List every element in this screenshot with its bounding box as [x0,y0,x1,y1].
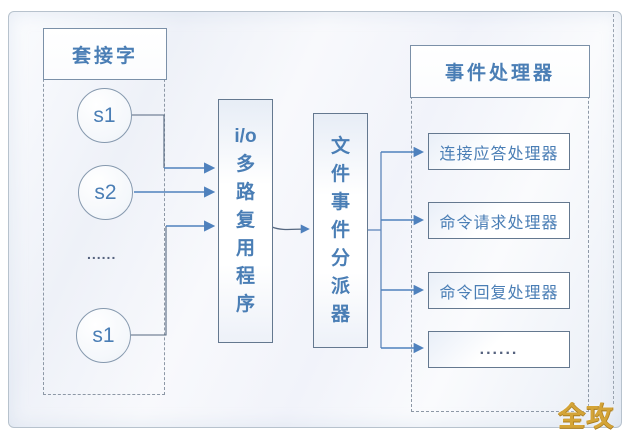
connector-s1-to-bus [132,114,165,168]
io-multiplexer-box: i/o 多 路 复 用 程 序 [218,99,273,343]
dispatcher-line: 派 [330,275,350,297]
connector-s1b-to-bus [131,226,167,336]
io-multiplexer-line: i/o [234,126,257,147]
socket-label: s1 [93,103,116,127]
io-multiplexer-line: 路 [235,182,255,203]
file-event-dispatcher-box: 文 件 事 件 分 派 器 [313,113,368,348]
socket-label: s1 [92,323,115,347]
io-multiplexer-line: 程 [235,266,255,287]
handler-box-ellipsis: ...... [428,331,570,368]
handler-box-command-request: 命令请求处理器 [428,202,570,239]
sockets-title-box: 套接字 [43,28,167,80]
io-multiplexer-line: 用 [235,238,255,259]
io-multiplexer-line: 复 [235,210,255,231]
socket-label: s2 [94,180,117,204]
io-multiplexer-line: 多 [235,154,255,175]
socket-circle-s2: s2 [78,165,133,220]
io-multiplexer-line: 序 [235,294,255,315]
dispatcher-line: 文 [330,135,350,157]
sockets-ellipsis: ...... [87,246,117,262]
dispatcher-line: 件 [330,219,350,241]
right-margin-dash-line [613,14,614,404]
socket-circle-s1: s1 [77,88,132,143]
handler-box-command-reply: 命令回复处理器 [428,272,570,309]
arrow-multiplexer-to-dispatcher [271,224,310,234]
dispatcher-line: 件 [330,163,350,185]
sockets-title: 套接字 [71,45,138,67]
handler-box-connection-reply: 连接应答处理器 [428,133,570,170]
handlers-title: 事件处理器 [444,63,555,84]
dispatcher-line: 器 [330,303,350,325]
socket-circle-s1-bottom: s1 [76,308,131,363]
dispatcher-line: 事 [330,191,350,213]
watermark-text: 全攻略 [558,402,614,432]
handlers-title-box: 事件处理器 [410,45,590,98]
dispatcher-line: 分 [330,247,350,269]
